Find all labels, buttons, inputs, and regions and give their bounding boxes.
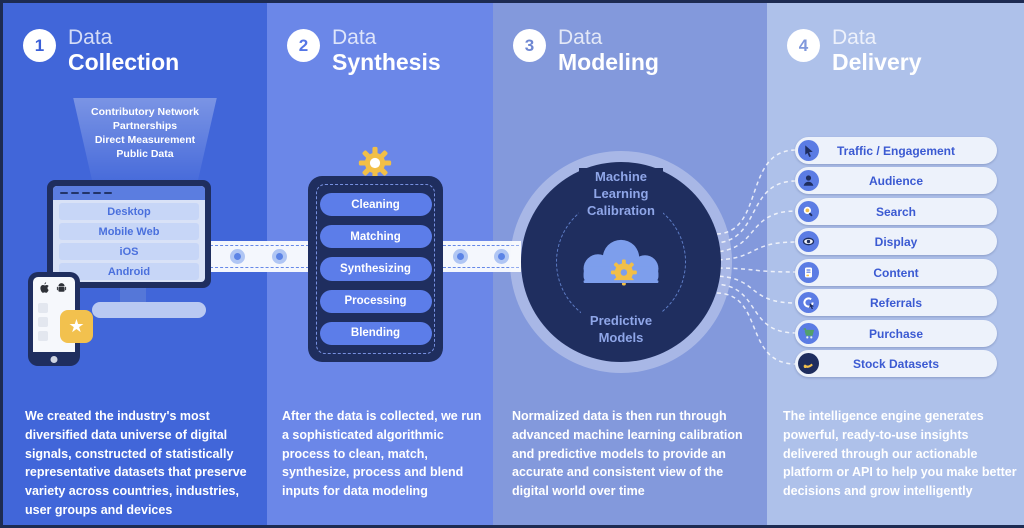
channel-label: Stock Datasets: [852, 356, 940, 371]
panel-data-delivery: 4 Data Delivery Traffic / Engagement Aud…: [767, 3, 1024, 525]
synthesis-processor-box: Cleaning Matching Synthesizing Processin…: [308, 176, 443, 362]
panel-data-synthesis: 2 Data Synthesis: [267, 3, 493, 525]
gear-icon: [358, 146, 392, 185]
step-number-badge: 4: [787, 29, 820, 62]
panel-title-bold: Delivery: [832, 49, 922, 76]
channel-label: Purchase: [868, 326, 924, 341]
phone-home-button: [50, 356, 58, 363]
channel-pill-content: Content: [795, 259, 997, 286]
cloud-gear-icon: [573, 232, 669, 293]
source-label: Partnerships: [112, 120, 178, 132]
app-tile: [38, 331, 48, 341]
panel-data-modeling: 3 Data Modeling Machine Learning Calibra…: [493, 3, 767, 525]
source-label: Contributory Network: [91, 106, 199, 118]
person-icon: [798, 170, 819, 191]
channel-pill-traffic: Traffic / Engagement: [795, 137, 997, 164]
platform-row: iOS: [59, 243, 199, 260]
conveyor-belt: [208, 241, 311, 272]
belt-dot: [230, 249, 245, 264]
channel-pill-purchase: Purchase: [795, 320, 997, 347]
cart-icon: [798, 323, 819, 344]
pipeline-infographic: 1 Data Collection Contributory Network P…: [3, 3, 1024, 525]
app-tile: [38, 303, 48, 313]
belt-dot: [453, 249, 468, 264]
circular-arrow-icon: [798, 292, 819, 313]
monitor-stand: [120, 288, 146, 304]
channel-label: Referrals: [869, 295, 923, 310]
panel-1-description: We created the industry's most diversifi…: [25, 409, 247, 517]
channel-pill-search: Search: [795, 198, 997, 225]
android-icon: [55, 281, 68, 300]
panel-title-light: Data: [332, 26, 377, 49]
channel-label: Display: [874, 234, 918, 249]
apple-icon: [38, 281, 51, 300]
source-label: Direct Measurement: [94, 134, 196, 146]
channel-label: Audience: [868, 173, 923, 188]
modeling-hub: Machine Learning Calibration: [521, 162, 721, 362]
panel-4-description: The intelligence engine generates powerf…: [783, 409, 1017, 498]
data-sources-funnel: Contributory Network Partnerships Direct…: [73, 98, 217, 180]
step-number-badge: 1: [23, 29, 56, 62]
chart-icon: [798, 353, 819, 374]
panel-data-collection: 1 Data Collection Contributory Network P…: [3, 3, 267, 525]
channel-label: Traffic / Engagement: [836, 143, 956, 158]
panel-4-header: 4 Data Delivery: [787, 26, 922, 76]
conveyor-belt: [441, 241, 521, 272]
panel-title-light: Data: [558, 26, 603, 49]
step-number-badge: 2: [287, 29, 320, 62]
app-tile: [38, 317, 48, 327]
panel-title-bold: Modeling: [558, 49, 659, 76]
process-step-pill: Blending: [319, 321, 432, 346]
panel-2-description: After the data is collected, we run a so…: [282, 409, 482, 498]
process-step-pill: Synthesizing: [319, 257, 432, 281]
monitor-base: [92, 302, 206, 318]
channel-label: Search: [875, 204, 917, 219]
process-step-pill: Cleaning: [319, 193, 432, 217]
panel-title-bold: Synthesis: [332, 49, 441, 76]
channel-pill-display: Display: [795, 228, 997, 255]
panel-3-header: 3 Data Modeling: [513, 26, 659, 76]
source-label: Public Data: [116, 148, 174, 160]
document-icon: [798, 262, 819, 283]
panel-3-description: Normalized data is then run through adva…: [512, 409, 743, 498]
channel-pill-audience: Audience: [795, 167, 997, 194]
channel-pill-stock-datasets: Stock Datasets: [795, 350, 997, 377]
step-number-badge: 3: [513, 29, 546, 62]
panel-title-bold: Collection: [68, 49, 180, 76]
dashed-border: [316, 184, 435, 354]
belt-dot: [494, 249, 509, 264]
platform-row: Mobile Web: [59, 223, 199, 240]
platform-row: Desktop: [59, 203, 199, 220]
hub-top-label: Machine Learning Calibration: [579, 168, 663, 219]
platform-row: Android: [59, 263, 199, 280]
star-rating-icon: ★: [60, 310, 93, 343]
monitor-screen: Desktop Mobile Web iOS Android: [53, 186, 205, 282]
channel-label: Content: [873, 265, 919, 280]
desktop-monitor: Desktop Mobile Web iOS Android: [47, 180, 211, 288]
magnifier-icon: [798, 201, 819, 222]
hub-bottom-label: Predictive Models: [581, 312, 661, 346]
channel-pill-referrals: Referrals: [795, 289, 997, 316]
panel-2-header: 2 Data Synthesis: [287, 26, 441, 76]
browser-titlebar: [53, 186, 205, 200]
panel-1-header: 1 Data Collection: [23, 26, 179, 76]
panel-title-light: Data: [68, 26, 113, 49]
process-step-pill: Processing: [319, 289, 432, 313]
panel-title-light: Data: [832, 26, 877, 49]
process-step-pill: Matching: [319, 225, 432, 249]
eye-icon: [798, 231, 819, 252]
belt-dot: [272, 249, 287, 264]
cursor-icon: [798, 140, 819, 161]
